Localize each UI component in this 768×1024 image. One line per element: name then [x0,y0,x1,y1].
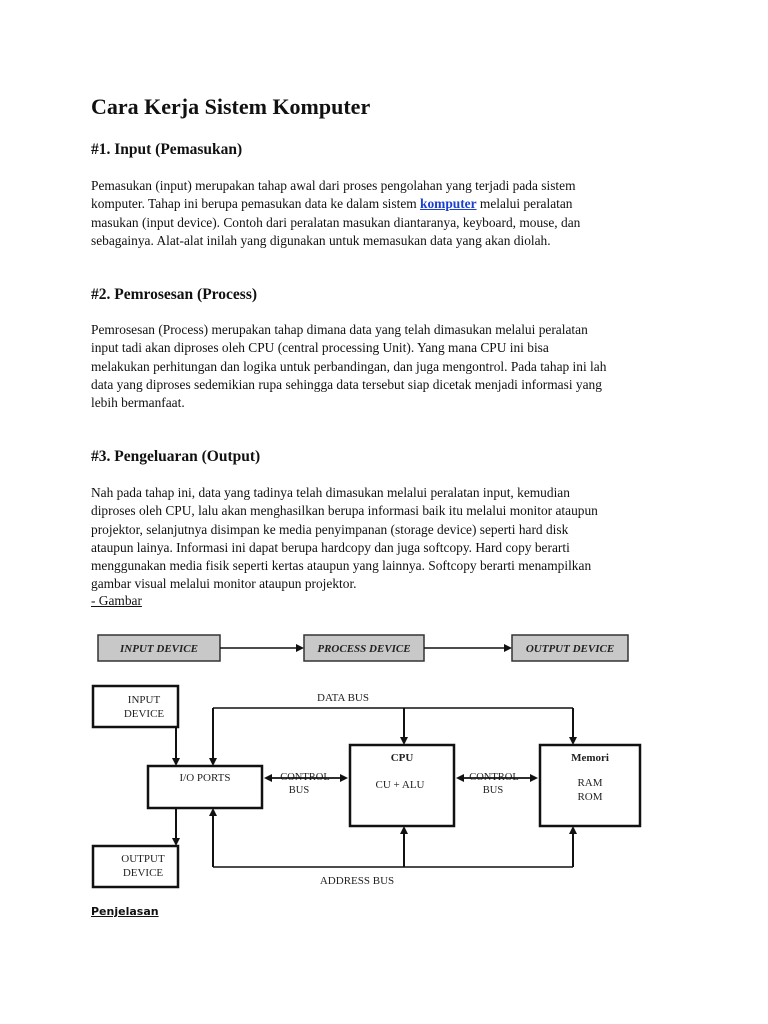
output-device-label: OUTPUT [121,853,165,865]
input-device-label-2: DEVICE [124,708,165,720]
paragraph-line: masukan (input device). Contoh dari pera… [91,214,581,230]
top-output-device-box [511,634,629,662]
section-heading-output: #3. Pengeluaran (Output) [91,448,261,465]
paragraph-line: data yang diproses sedemikian rupa sehin… [91,376,602,392]
input-device-label: INPUT [128,694,161,706]
paragraph-line: Pemrosesan (Process) merupakan tahap dim… [91,322,588,337]
top-output-device-label: OUTPUT DEVICE [526,643,614,655]
top-input-device-label: INPUT DEVICE [119,643,198,655]
gambar-label: - Gambar [91,593,142,608]
top-process-device-label: PROCESS DEVICE [317,643,410,655]
paragraph-line: melakukan perhitungan dan logika untuk p… [91,358,607,374]
paragraph-line: lebih bermanfaat. [91,395,185,411]
paragraph-line: Pemasukan (input) merupakan tahap awal d… [91,178,576,193]
paragraph-process: Pemrosesan (Process) merupakan tahap dim… [91,321,691,412]
io-ports-label: I/O PORTS [180,772,231,784]
paragraph-line: projektor, selanjutnya disimpan ke media… [91,521,569,537]
data-bus-label: DATA BUS [317,692,369,704]
komputer-link[interactable]: komputer [420,196,477,212]
paragraph-line: input tadi akan diproses oleh CPU (centr… [91,340,549,356]
penjelasan-link[interactable]: Penjelasan [91,905,159,918]
page-title: Cara Kerja Sistem Komputer [91,94,371,119]
cpu-body: CU + ALU [376,779,425,791]
paragraph-line: ataupun lainya. Informasi ini dapat beru… [91,539,570,555]
paragraph-line: gambar visual melalui monitor ataupun pr… [91,576,357,592]
control-bus-1-label-2: BUS [289,785,310,796]
control-bus-2-label-2: BUS [483,785,504,796]
paragraph-line: sebagainya. Alat-alat inilah yang diguna… [91,232,551,248]
top-input-device-box [97,634,221,662]
cpu-title: CPU [391,752,414,764]
cpu-box [348,743,456,828]
memori-title: Memori [571,752,609,764]
line-text-after-link: melalui peralatan [476,196,573,212]
line-text-before-link: komputer. Tahap ini berupa pemasukan dat… [91,196,421,212]
section-heading-input: #1. Input (Pemasukan) [91,141,243,158]
input-device-box [91,684,180,729]
paragraph-line: komputer. Tahap ini berupa pemasukan dat… [91,195,691,213]
io-ports-box [146,764,264,810]
section-heading-process: #2. Pemrosesan (Process) [91,286,258,303]
output-device-label-2: DEVICE [123,867,164,879]
paragraph-input: Pemasukan (input) merupakan tahap awal d… [91,177,691,250]
memori-rom: ROM [577,791,602,803]
paragraph-line: diproses oleh CPU, lalu akan menghasilka… [91,503,598,519]
output-device-box [91,844,180,889]
address-bus-label: ADDRESS BUS [320,875,394,887]
paragraph-line: Nah pada tahap ini, data yang tadinya te… [91,485,570,500]
paragraph-output: Nah pada tahap ini, data yang tadinya te… [91,484,691,594]
memori-ram: RAM [577,777,602,789]
memori-box [538,743,642,828]
paragraph-line: menggunakan media fisik seperti kertas a… [91,558,592,574]
